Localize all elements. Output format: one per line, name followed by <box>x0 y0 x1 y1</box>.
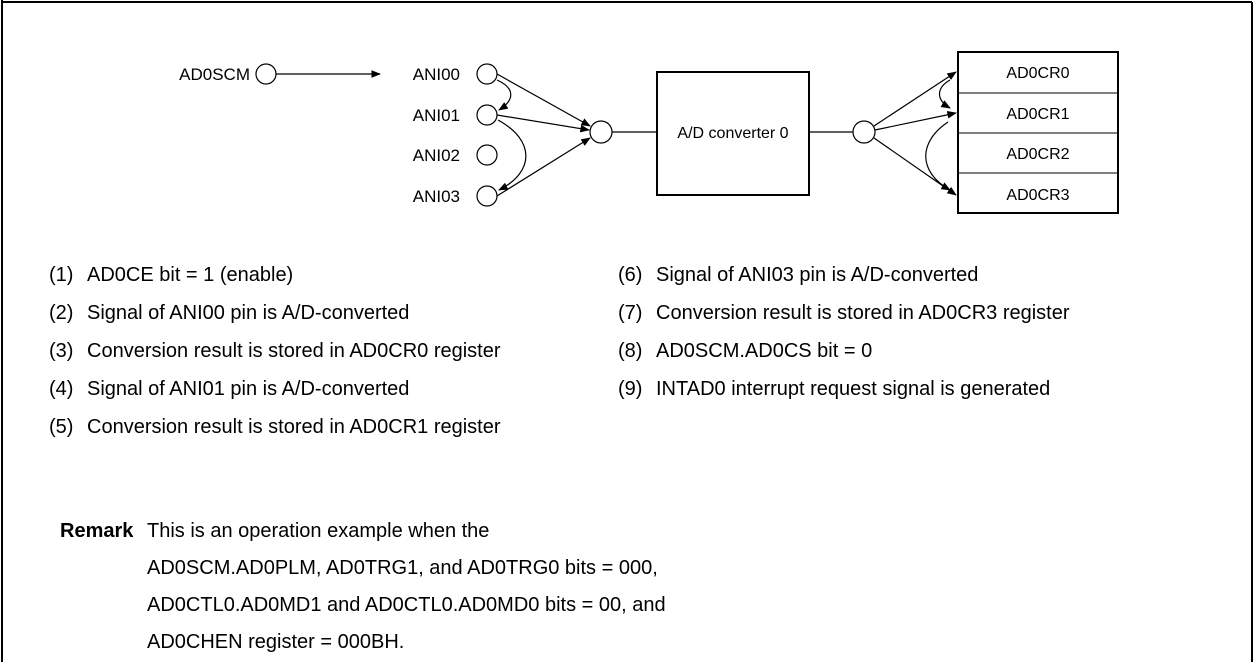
step-text: Conversion result is stored in AD0CR0 re… <box>87 340 501 362</box>
register-arc-cr1-to-cr3 <box>925 121 951 191</box>
step-text: AD0CE bit = 1 (enable) <box>87 264 294 286</box>
step-2: (2) Signal of ANI00 pin is A/D-converted <box>49 302 409 325</box>
register-label-ad0cr0: AD0CR0 <box>1006 65 1069 82</box>
step-number: (6) <box>618 264 643 286</box>
step-5: (5) Conversion result is stored in AD0CR1… <box>49 416 501 439</box>
step-9: (9) INTAD0 interrupt request signal is ge… <box>618 378 1050 401</box>
step-text: Conversion result is stored in AD0CR1 re… <box>87 416 501 438</box>
remark-line-1: This is an operation example when the <box>147 520 490 542</box>
input-label-ani01: ANI01 <box>413 106 460 125</box>
result-arrow-ad0cr1 <box>874 111 957 131</box>
source-label: AD0SCM <box>179 65 250 84</box>
step-3: (3) Conversion result is stored in AD0CR0… <box>49 340 501 363</box>
step-text: INTAD0 interrupt request signal is gener… <box>656 378 1051 400</box>
source-terminal <box>255 63 277 85</box>
step-text: Signal of ANI03 pin is A/D-converted <box>656 264 979 286</box>
remark-line-3: AD0CTL0.AD0MD1 and AD0CTL0.AD0MD0 bits =… <box>147 594 666 616</box>
input-terminal-ani03 <box>476 185 498 207</box>
select-arc-ani00-to-ani01 <box>496 79 512 111</box>
ad-converter-label: A/D converter 0 <box>677 125 788 142</box>
result-arrow-ad0cr0 <box>873 71 957 127</box>
input-terminal-ani00 <box>476 63 498 85</box>
step-number: (4) <box>49 378 74 400</box>
step-text: Signal of ANI01 pin is A/D-converted <box>87 378 410 400</box>
step-1: (1) AD0CE bit = 1 (enable) <box>49 264 293 287</box>
register-label-ad0cr1: AD0CR1 <box>1006 106 1069 123</box>
select-arc-ani01-to-ani03 <box>497 119 527 191</box>
mux-arrow-ani03 <box>496 137 591 197</box>
step-text: Conversion result is stored in AD0CR3 re… <box>656 302 1070 324</box>
step-number: (8) <box>618 340 643 362</box>
step-number: (3) <box>49 340 74 362</box>
remark-line-4: AD0CHEN register = 000BH. <box>147 631 405 653</box>
step-number: (1) <box>49 264 74 286</box>
step-number: (2) <box>49 302 74 324</box>
remark-label: Remark <box>60 520 134 542</box>
step-7: (7) Conversion result is stored in AD0CR3… <box>618 302 1070 325</box>
input-label-ani03: ANI03 <box>413 187 460 206</box>
ad-converter-box <box>656 71 810 196</box>
step-4: (4) Signal of ANI01 pin is A/D-converted <box>49 378 409 401</box>
input-label-ani00: ANI00 <box>413 65 460 84</box>
step-number: (5) <box>49 416 74 438</box>
mux-arrow-ani00 <box>496 73 591 127</box>
step-8: (8) AD0SCM.AD0CS bit = 0 <box>618 340 872 363</box>
input-terminal-ani02 <box>476 144 498 166</box>
input-mux-node <box>589 120 613 144</box>
step-number: (9) <box>618 378 643 400</box>
step-text: AD0SCM.AD0CS bit = 0 <box>656 340 873 362</box>
output-demux-node <box>852 120 876 144</box>
register-arc-cr0-to-cr1 <box>938 79 951 109</box>
remark-line-2: AD0SCM.AD0PLM, AD0TRG1, and AD0TRG0 bits… <box>147 557 658 579</box>
register-label-ad0cr3: AD0CR3 <box>1006 187 1069 204</box>
mux-arrow-ani01 <box>496 114 590 133</box>
step-number: (7) <box>618 302 643 324</box>
input-terminal-ani01 <box>476 104 498 126</box>
input-label-ani02: ANI02 <box>413 146 460 165</box>
step-6: (6) Signal of ANI03 pin is A/D-converted <box>618 264 978 287</box>
register-label-ad0cr2: AD0CR2 <box>1006 146 1069 163</box>
step-text: Signal of ANI00 pin is A/D-converted <box>87 302 410 324</box>
